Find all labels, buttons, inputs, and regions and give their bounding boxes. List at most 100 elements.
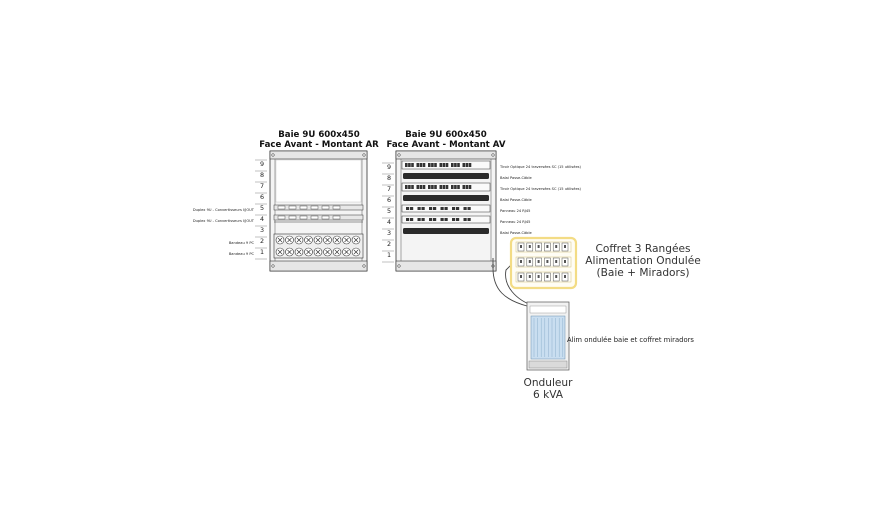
rj45-port (429, 207, 433, 210)
fiber-connector (416, 185, 420, 189)
breaker-toggle (520, 245, 522, 248)
rack-ar-converter-shelf-u5 (273, 204, 364, 211)
breaker-toggle (546, 245, 549, 248)
rack-av-label-u3: Balai Passe-Câble (500, 231, 532, 235)
power-socket-pin (344, 249, 349, 255)
rack-ar-label-u1: Bandeau 9 PC (229, 252, 255, 256)
fiber-connector (419, 185, 423, 189)
power-socket-pin (277, 249, 283, 255)
rack-ar-top-bar (269, 150, 368, 160)
rj45-port (467, 218, 471, 221)
rack-av-unit-8: 8 (387, 174, 391, 182)
rj45-port (417, 218, 421, 221)
rack-ar-label-u2: Bandeau 9 PC (229, 241, 255, 245)
fiber-connector (462, 163, 466, 167)
rack-av-label-u4: Panneau 24 RJ45 (500, 220, 530, 224)
rj45-port (433, 218, 437, 221)
breaker-toggle (537, 275, 540, 278)
power-socket-pin (287, 249, 292, 255)
rj45-port (456, 207, 460, 210)
rack-av-brush-panel-u8 (403, 173, 489, 179)
rack-av-unit-7: 7 (387, 185, 391, 193)
fiber-connector (457, 185, 460, 189)
breaker-toggle (546, 260, 549, 263)
fiber-connector (408, 163, 411, 167)
coffret-title-1: Coffret 3 Rangées (595, 243, 690, 255)
rack-ar-label-u5: Duplex 9U - Convertisseurs I/JOUT (193, 208, 255, 212)
fiber-connector (465, 163, 469, 167)
breaker-toggle (520, 275, 522, 278)
rack-av-fiber-drawer-u7 (401, 182, 491, 192)
rj45-port (417, 207, 421, 210)
rack-av-bottom-bar (395, 260, 497, 272)
rj45-port (452, 218, 456, 221)
ups-title-2: 6 kVA (533, 389, 564, 401)
rj45-port (410, 207, 414, 210)
fiber-connector (431, 185, 434, 189)
rack-av-unit-1: 1 (387, 251, 391, 259)
power-socket-pin (334, 249, 340, 255)
rack-av-title-2: Face Avant - Montant AV (386, 140, 505, 150)
rj45-port (463, 218, 467, 221)
coffret-title-3: (Baie + Miradors) (596, 267, 689, 279)
rack-ar-empty-bay (275, 159, 362, 203)
rack-av-label-u6: Balai Passe-Câble (500, 198, 532, 202)
breaker-toggle (546, 275, 549, 278)
breaker-toggle (528, 245, 531, 248)
rack-av-unit-5: 5 (387, 207, 391, 215)
rj45-port (421, 218, 425, 221)
rack-av-patch-panel-u5 (401, 204, 491, 213)
ups-title-1: Onduleur (523, 377, 573, 389)
rj45-port (463, 207, 467, 210)
fiber-connector (465, 185, 469, 189)
fiber-connector (405, 163, 408, 167)
fiber-connector (442, 163, 446, 167)
rack-ar: Baie 9U 600x450 Face Avant - Montant AR (193, 130, 379, 272)
breaker-toggle (520, 260, 522, 263)
rj45-port (444, 218, 448, 221)
fiber-connector (451, 185, 454, 189)
fiber-connector (454, 163, 457, 167)
rack-av-unit-3: 3 (387, 229, 391, 237)
rack-ar-bottom-bar (269, 260, 368, 272)
breaker-toggle (564, 275, 566, 278)
fiber-connector (454, 185, 457, 189)
fiber-connector (416, 163, 420, 167)
breaker-toggle (564, 245, 566, 248)
fiber-connector (462, 185, 466, 189)
rj45-port (421, 207, 425, 210)
breaker-toggle (528, 260, 531, 263)
rack-av-brush-panel-u6 (403, 195, 489, 201)
rj45-port (467, 207, 471, 210)
rj45-port (406, 207, 410, 210)
power-socket-pin (277, 237, 283, 243)
fiber-connector (431, 163, 434, 167)
breaker-toggle (555, 245, 558, 248)
fiber-connector (434, 185, 437, 189)
rj45-port (433, 207, 437, 210)
rack-ar-unit-5: 5 (260, 204, 264, 212)
rj45-port (410, 218, 414, 221)
fiber-connector (468, 163, 472, 167)
coffret-power-box (509, 236, 578, 290)
fiber-connector (411, 185, 414, 189)
rack-ar-power-strips (273, 233, 364, 259)
cable-ups-to-rack (492, 258, 528, 307)
fiber-connector (457, 163, 460, 167)
fiber-connector (422, 163, 426, 167)
rack-ar-title-2: Face Avant - Montant AR (259, 140, 379, 150)
rj45-port (440, 207, 444, 210)
rack-av-unit-9: 9 (387, 163, 391, 171)
power-socket-pin (353, 249, 359, 255)
rj45-port (456, 218, 460, 221)
fiber-connector (408, 185, 411, 189)
fiber-connector (439, 185, 443, 189)
breaker-toggle (555, 260, 558, 263)
rack-av-unit-4: 4 (387, 218, 391, 226)
power-socket-pin (296, 249, 302, 255)
rack-av-label-u9: Tiroir Optique 24 traversées SC (15 util… (499, 165, 582, 169)
rack-av-unit-2: 2 (387, 240, 391, 248)
rack-av: Baie 9U 600x450 Face Avant - Montant AV (382, 130, 582, 272)
power-socket-pin (306, 237, 311, 243)
